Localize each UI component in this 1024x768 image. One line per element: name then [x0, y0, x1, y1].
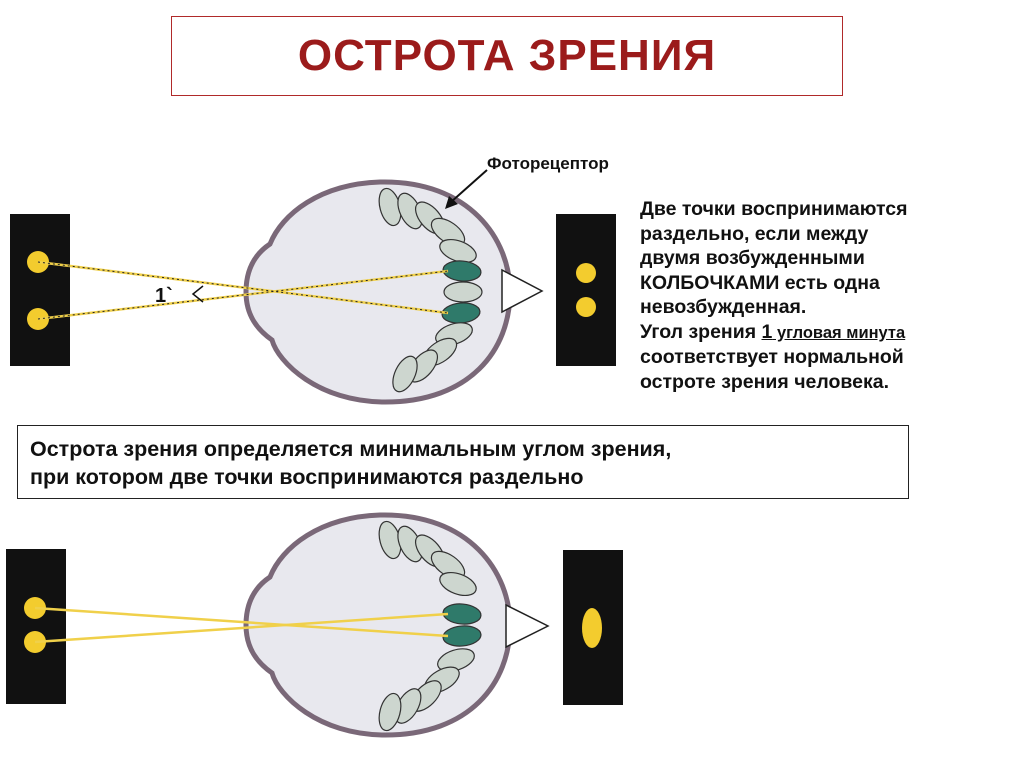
cone-excited	[442, 625, 482, 647]
cone	[437, 648, 475, 672]
perception-arrow-icon-bottom	[505, 603, 550, 649]
perceived-dot-top-1	[576, 263, 596, 283]
light-rays-top	[37, 260, 449, 321]
angle-label: 1`	[155, 285, 173, 307]
description-line: невозбужденная.	[640, 296, 807, 318]
title-box: ОСТРОТА ЗРЕНИЯ	[171, 16, 843, 96]
cone	[443, 281, 483, 303]
cone-excited	[442, 260, 482, 282]
description-line: КОЛБОЧКАМИ есть одна	[640, 271, 880, 294]
photoreceptor-arrow-icon	[445, 196, 458, 209]
page-title: ОСТРОТА ЗРЕНИЯ	[297, 31, 717, 80]
cone	[439, 238, 477, 264]
description-text: Две точки воспринимаются раздельно, если…	[640, 197, 1020, 394]
angle-arc-icon	[191, 285, 204, 303]
description-line: остроте зрения человека.	[640, 370, 890, 393]
light-rays-bottom	[34, 606, 449, 644]
description-line: Две точки воспринимаются	[640, 198, 908, 220]
perceived-panel-top	[556, 214, 616, 366]
cone	[439, 571, 477, 597]
perception-arrow-icon-top	[501, 268, 544, 314]
definition-box: Острота зрения определяется минимальным …	[17, 425, 909, 499]
definition-line: при котором две точки воспринимаются раз…	[30, 465, 584, 489]
description-line-angle: Угол зрения 1 угловая минута	[640, 320, 1020, 346]
retina-cones-top	[378, 187, 483, 393]
description-line: двумя возбужденными	[640, 247, 865, 269]
photoreceptor-label: Фоторецептор	[487, 154, 609, 173]
object-panel-bottom	[6, 549, 66, 704]
cone-excited	[442, 603, 482, 625]
description-line: раздельно, если между	[640, 222, 869, 245]
description-line: соответствует нормальной	[640, 346, 904, 368]
photoreceptor-pointer-line	[450, 169, 488, 203]
angle-value: 1 угловая минута	[761, 320, 906, 343]
retina-cones-bottom	[378, 520, 482, 732]
angle-prefix: Угол зрения	[640, 320, 762, 343]
perceived-merged-dot	[582, 608, 602, 648]
perceived-dot-top-2	[576, 297, 596, 317]
cone	[392, 355, 418, 393]
object-panel-top	[10, 214, 70, 366]
cone	[378, 692, 402, 732]
definition-line: Острота зрения определяется минимальным …	[30, 437, 672, 461]
